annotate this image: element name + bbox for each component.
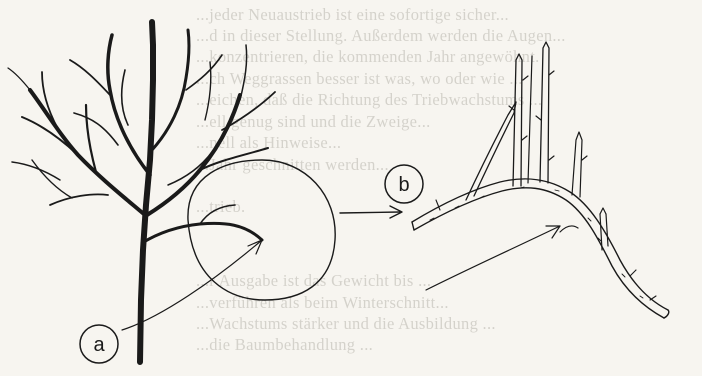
tree-drawing [8, 22, 275, 362]
label-a-text: a [93, 334, 105, 356]
vertical-shoot-1 [513, 54, 522, 186]
label-a: a [80, 325, 118, 363]
label-b-text: b [398, 174, 409, 196]
pruned-branch [142, 223, 262, 243]
tree-trunk [140, 22, 153, 362]
vertical-shoot-2 [540, 42, 549, 183]
arrow-to-detail [340, 212, 400, 213]
left-scaffold-branch [30, 90, 145, 215]
left-upper-branch [108, 35, 150, 175]
right-upper-branch [152, 30, 189, 150]
magnifier-circle [188, 160, 335, 300]
vertical-shoot-3 [572, 132, 582, 197]
label-b: b [385, 165, 423, 203]
pointer-line-b [426, 226, 560, 290]
detail-branch-lower-edge [414, 188, 664, 318]
branch-detail-drawing [412, 42, 669, 318]
right-scaffold-branch [147, 95, 240, 215]
